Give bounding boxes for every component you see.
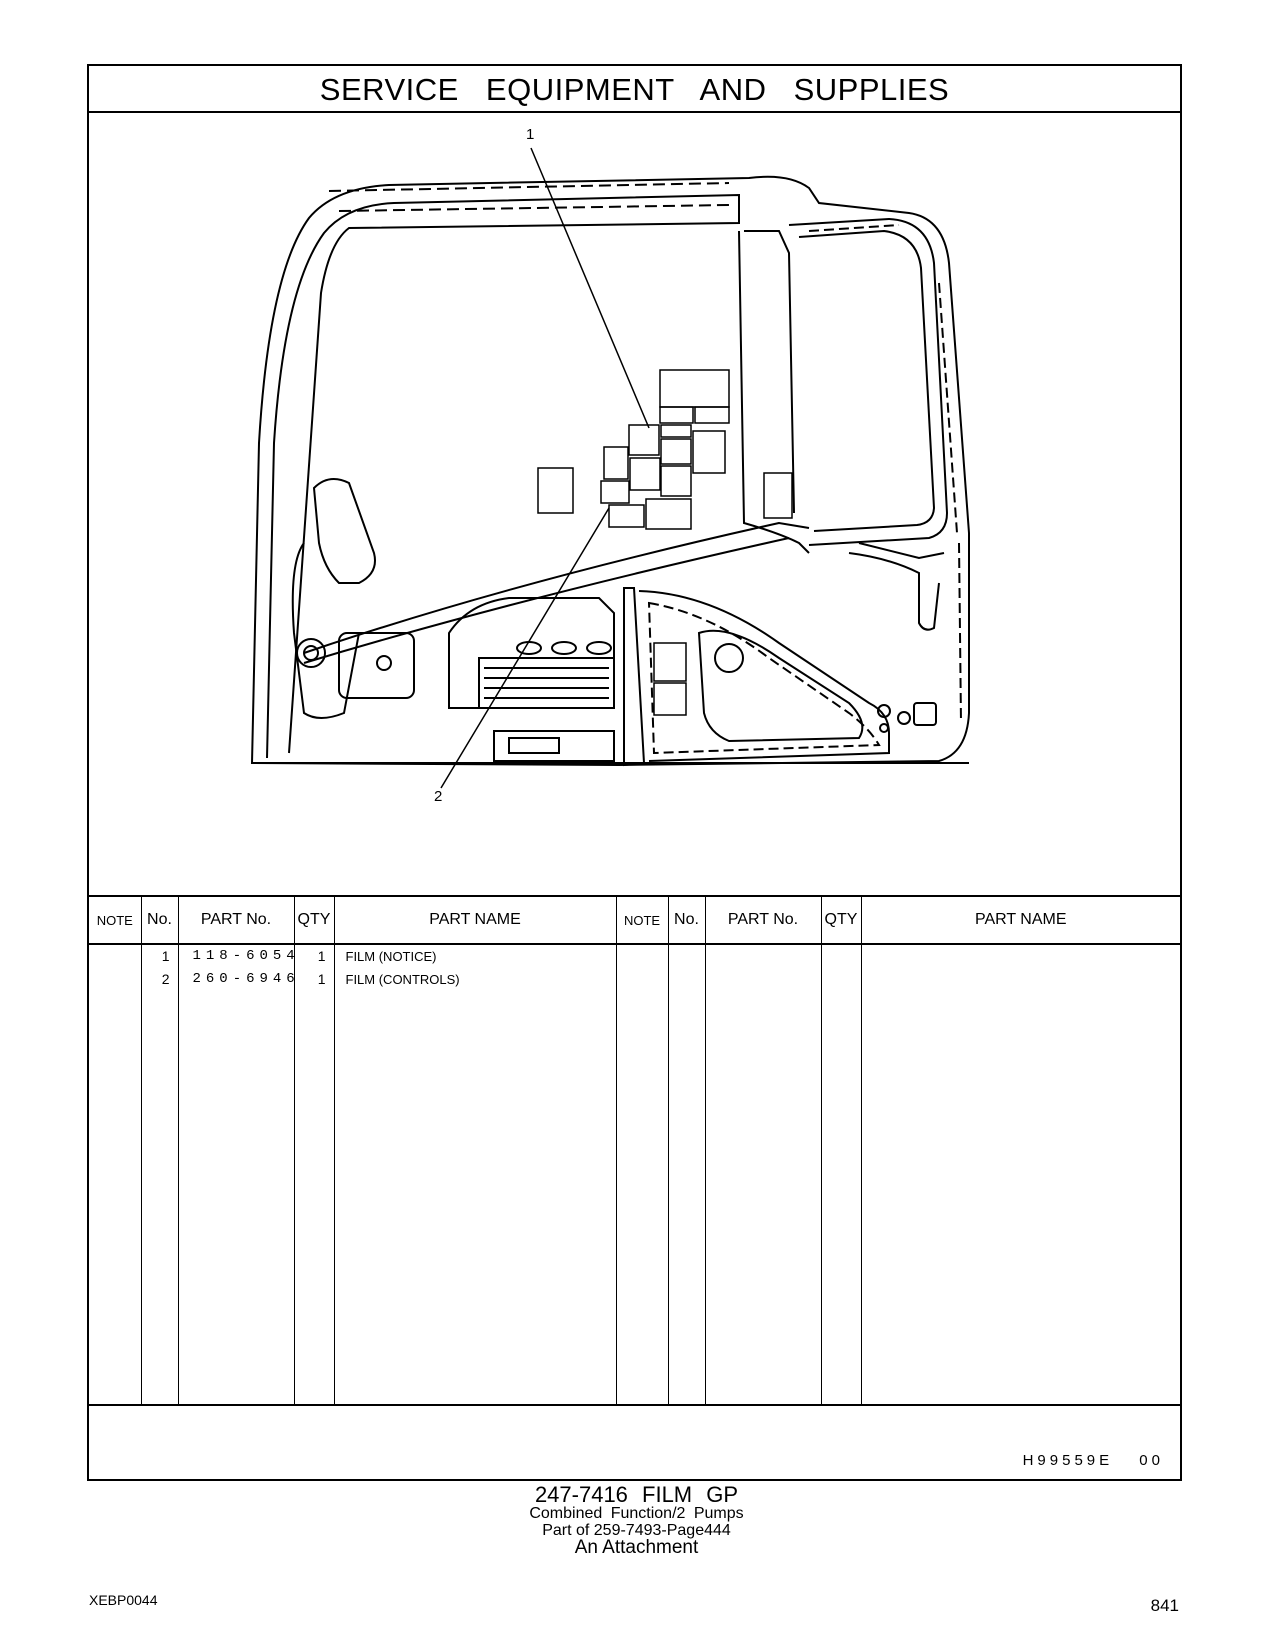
- col-note: NOTE: [89, 895, 142, 945]
- part-no-cell-2: [704, 944, 822, 1406]
- page-title: SERVICE EQUIPMENT AND SUPPLIES: [89, 66, 1180, 113]
- col-part-name: PART NAME: [333, 895, 617, 945]
- col-part-name-2: PART NAME: [860, 895, 1180, 945]
- qty-cell: 1 1: [293, 944, 335, 1406]
- row-2-part-no: 260-6946: [192, 971, 300, 987]
- parts-page-frame: SERVICE EQUIPMENT AND SUPPLIES: [87, 64, 1182, 1481]
- row-1-no: 1: [161, 948, 170, 964]
- group-title: 247-7416 FILM GP: [534, 1482, 739, 1507]
- document-id: XEBP0044: [89, 1592, 158, 1608]
- col-no-2: No.: [667, 895, 706, 945]
- row-2-qty: 1: [317, 971, 326, 987]
- callout-2: 2: [434, 788, 443, 805]
- part-of-reference: Part of 259-7493-Page444: [542, 1522, 731, 1539]
- col-part-no-2: PART No.: [704, 895, 822, 945]
- callout-leaders: [440, 147, 650, 789]
- parts-table: NOTE No. PART No. QTY PART NAME NOTE No.…: [89, 895, 1180, 1406]
- row-1-part-no: 118-6054: [192, 948, 300, 964]
- note-cell: [89, 944, 142, 1406]
- reference-code: H99559E 00: [1022, 1452, 1164, 1469]
- col-note-2: NOTE: [615, 895, 669, 945]
- cab-illustration: 1 2: [89, 113, 1180, 895]
- col-no: No.: [140, 895, 179, 945]
- row-1-qty: 1: [317, 948, 326, 964]
- part-name-cell-2: [860, 944, 1180, 1406]
- cab-outline: [250, 175, 970, 767]
- row-1-part-name: FILM (NOTICE): [345, 949, 437, 964]
- no-cell: 1 2: [140, 944, 179, 1406]
- row-2-part-name: FILM (CONTROLS): [345, 972, 460, 987]
- no-cell-2: [667, 944, 706, 1406]
- note-cell-2: [615, 944, 669, 1406]
- col-qty-2: QTY: [820, 895, 862, 945]
- part-name-cell: FILM (NOTICE) FILM (CONTROLS): [333, 944, 617, 1406]
- table-body: 1 2 118-6054 260-6946 1 1 FILM (NOTICE) …: [89, 944, 1180, 1406]
- footer-area: H99559E 00: [89, 1406, 1180, 1481]
- col-qty: QTY: [293, 895, 335, 945]
- page-number: 841: [1150, 1596, 1179, 1615]
- qty-cell-2: [820, 944, 862, 1406]
- table-header-row: NOTE No. PART No. QTY PART NAME NOTE No.…: [89, 895, 1180, 945]
- group-subtitle: Combined Function/2 Pumps: [529, 1505, 744, 1522]
- col-part-no: PART No.: [177, 895, 295, 945]
- attachment-label: An Attachment: [574, 1537, 699, 1558]
- cab-drawing: [250, 147, 970, 789]
- callout-1: 1: [526, 126, 535, 143]
- part-no-cell: 118-6054 260-6946: [177, 944, 300, 1406]
- row-2-no: 2: [161, 971, 170, 987]
